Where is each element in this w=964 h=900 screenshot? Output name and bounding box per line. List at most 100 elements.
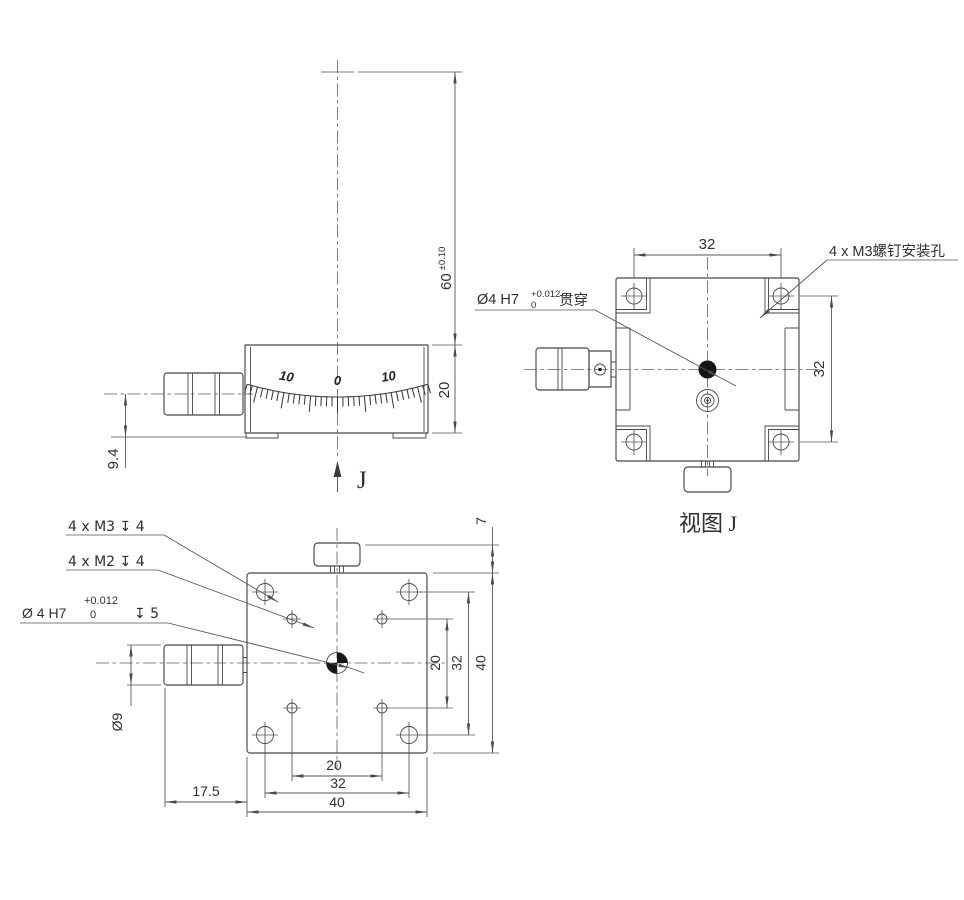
bv-m3-holes: [252, 579, 422, 748]
dim-text-20: 20: [436, 382, 453, 399]
dim-60-value: 60: [438, 273, 455, 290]
bv-dim-text-bottom32: 32: [330, 775, 346, 791]
viewj-dim-text-right32: 32: [811, 361, 828, 378]
front-body-outline: [244, 344, 429, 434]
dim-text-9-4: 9.4: [105, 449, 122, 470]
bv-dim-text-right20: 20: [427, 655, 443, 671]
scale-tick: [369, 395, 372, 405]
scale-tick: [314, 396, 317, 406]
bv-center-tol-lower: 0: [90, 609, 96, 621]
bottom-view: 4 x M3 ↧ 4 4 x M2 ↧ 4 +0.012 Ø 4 H7 0 ↧ …: [20, 517, 499, 817]
bv-m2-holes: [283, 610, 391, 717]
scale-tick: [253, 386, 258, 403]
bv-top-knob-stem: [330, 566, 344, 573]
view-arrow-label: J: [357, 467, 367, 494]
bv-top-knob: [313, 542, 361, 567]
viewj-left-knob: [535, 347, 590, 391]
scale-tick: [249, 385, 253, 395]
viewj-body-outline: [615, 277, 800, 462]
bv-left-knob-ribs: [186, 645, 223, 685]
viewj-hole-tol-upper: +0.012: [531, 289, 560, 300]
scale-tick: [280, 392, 285, 409]
bv-plate-outline: [246, 572, 428, 754]
bv-ext-bottom32: [264, 746, 410, 798]
bv-ext-bottom20: [291, 715, 383, 781]
viewj-dim-text-top32: 32: [699, 236, 716, 253]
bv-ext-right20: [391, 618, 453, 709]
bv-left-knob: [163, 644, 244, 686]
bv-m3-annotation: 4 x M3 ↧ 4: [68, 519, 145, 535]
bv-center-hole-symbol: [326, 652, 348, 674]
scale-tick: [265, 389, 269, 399]
viewj-tab-bottom-right: [764, 425, 799, 461]
bv-m3-leader: [163, 534, 279, 603]
bv-dim-text-bottom40: 40: [329, 794, 345, 810]
viewj-mounting-holes: [621, 283, 794, 455]
viewj-hole-leader: [594, 309, 720, 378]
bv-dim-text-7: 7: [473, 517, 489, 525]
bv-center-callout: Ø 4 H7: [22, 605, 67, 621]
scale-label: 10: [278, 368, 295, 385]
viewj-center-hole: [698, 360, 717, 379]
viewj-screw-detail: [696, 389, 719, 412]
bv-dim-text-right40: 40: [473, 655, 489, 671]
viewj-hole-leader-tail: [718, 376, 737, 387]
scale-tick: [303, 395, 306, 405]
front-body-feet: [245, 433, 427, 439]
scale-tick: [276, 391, 280, 402]
bv-ext-right32: [419, 591, 475, 736]
scale-tick: [260, 388, 264, 398]
bv-m2-annotation: 4 x M2 ↧ 4: [68, 554, 145, 570]
scale-label: 0: [334, 373, 342, 388]
viewj-knob-screw: [594, 363, 606, 376]
bv-m2-leader: [157, 569, 315, 629]
bv-center-leader: [167, 622, 351, 669]
bv-ext-knob-dia: [127, 644, 161, 686]
viewj-bottom-knob: [683, 466, 732, 493]
scale-tick: [411, 388, 415, 398]
viewj-hole-callout: Ø4 H7: [477, 292, 519, 308]
viewj-m3-leader: [759, 259, 828, 319]
bv-center-leader-tail: [349, 667, 365, 674]
scale-tick: [390, 392, 395, 409]
viewj-knob-screw-dot: [598, 367, 602, 372]
viewj-tab-top-right: [764, 278, 799, 314]
scale-tick: [406, 389, 410, 399]
viewj-title: 视图 J: [679, 511, 738, 536]
bv-center-depth: ↧ 5: [134, 606, 159, 622]
viewj-ext-top32: [633, 248, 782, 278]
viewj-left-knob-cap: [588, 350, 612, 388]
bv-dim-text-17-5: 17.5: [192, 783, 219, 799]
scale-tick: [270, 390, 274, 401]
viewj-left-knob-stem: [611, 361, 616, 378]
scale-tick: [287, 393, 290, 403]
scale-tick: [380, 394, 383, 404]
front-knob: [163, 372, 244, 416]
scale-tick: [395, 391, 399, 402]
dim-text-60: 60±0.10: [437, 247, 455, 290]
front-knob-ribs: [187, 373, 220, 415]
scale-tick: [401, 390, 405, 401]
viewj-m3-label: 4 x M3螺钉安装孔: [829, 243, 946, 260]
bv-center-tol-upper: +0.012: [84, 595, 118, 607]
scale-tick: [385, 393, 388, 403]
scale-tick: [308, 395, 312, 412]
viewj-tab-bottom-left: [616, 425, 651, 461]
scale-tick: [363, 395, 367, 412]
viewj-tab-top-left: [616, 278, 651, 314]
scale-tick: [298, 394, 301, 405]
bv-dim-text-knob-dia: Ø9: [109, 712, 125, 731]
viewj-bottom-knob-stem: [701, 461, 714, 467]
bv-dim-text-bottom20: 20: [326, 757, 342, 773]
bv-left-knob-stem: [243, 657, 247, 673]
scale-tick: [358, 396, 361, 406]
viewj-side-rails: [616, 327, 799, 411]
viewj-hole-through-label: 贯穿: [559, 292, 588, 309]
viewj-hole-tol-lower: 0: [531, 300, 536, 311]
scale-tick: [417, 386, 422, 403]
view-j: 32 32 4 x M3螺钉安装孔 Ø4 H7 +0.012 0 贯穿 视图 J: [475, 236, 958, 536]
viewj-left-knob-ribs: [557, 348, 563, 390]
